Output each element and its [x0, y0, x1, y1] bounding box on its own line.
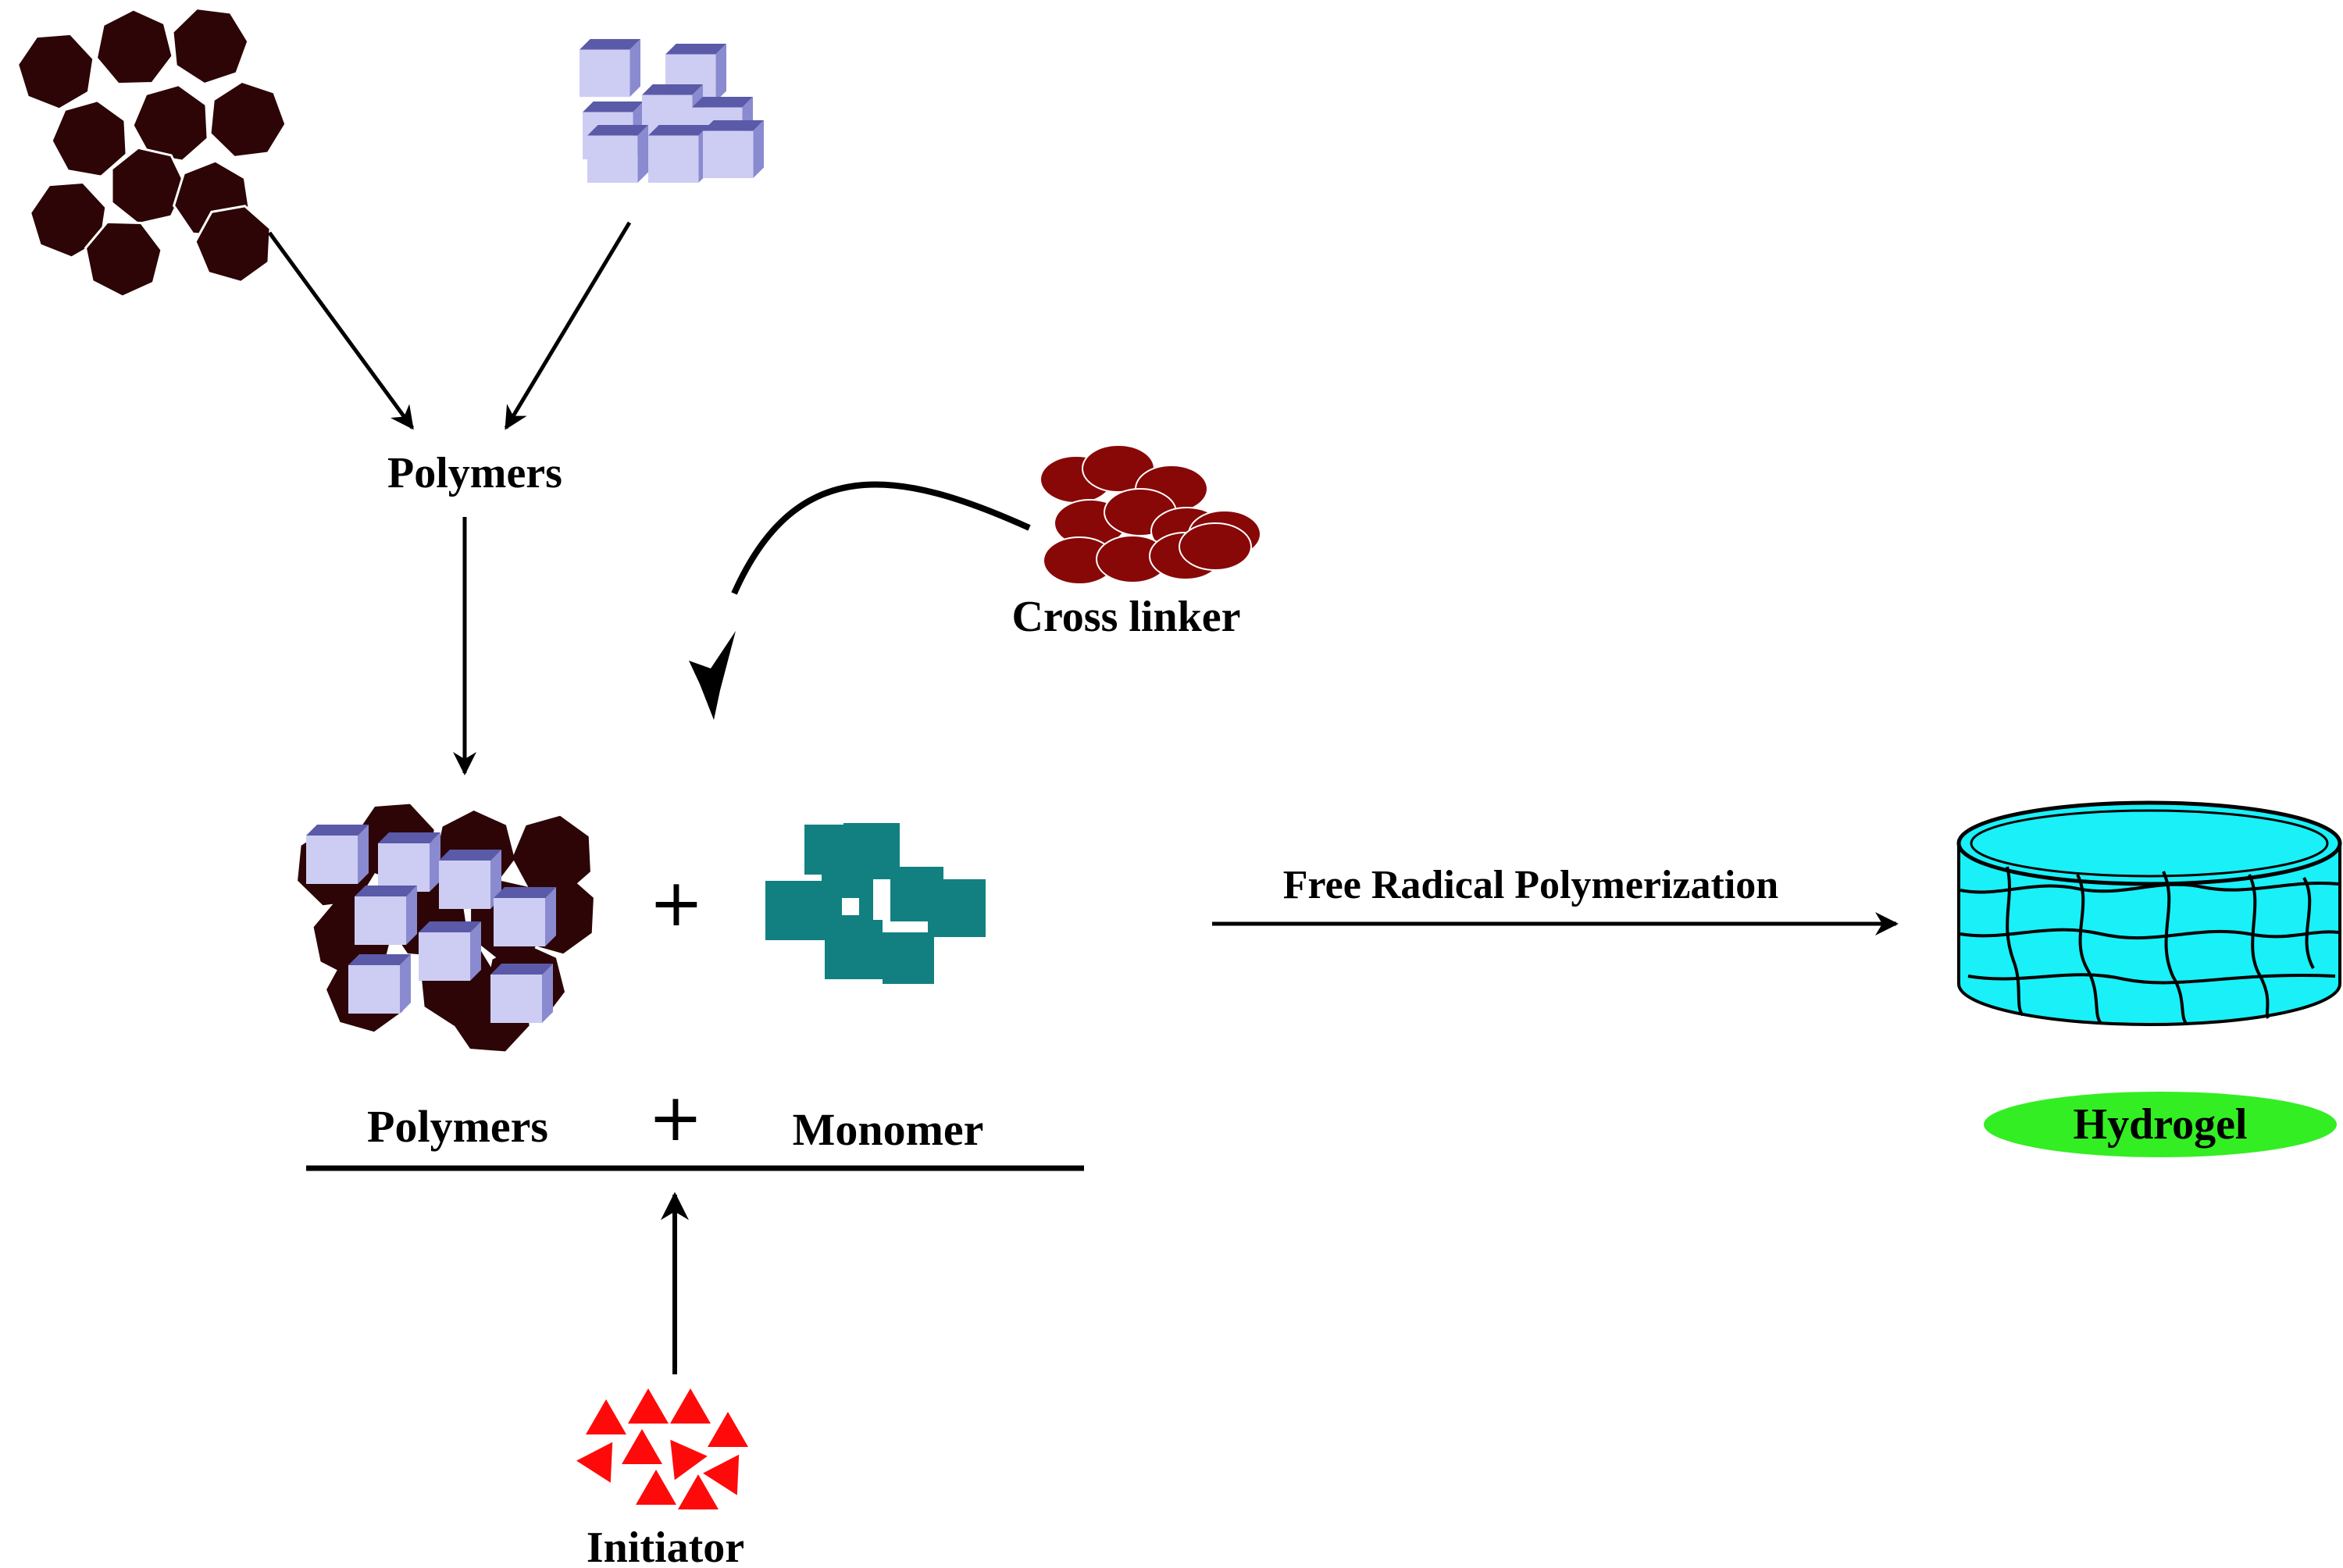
- triangle-shape: [622, 1429, 662, 1464]
- cube-shape: [439, 850, 501, 909]
- disc-shape: [1179, 522, 1252, 571]
- hydrogel-label: Hydrogel: [2074, 1100, 2248, 1149]
- cube-shape: [580, 39, 640, 98]
- triangle-shape: [708, 1412, 748, 1447]
- triangle-cluster-icon: [576, 1388, 748, 1509]
- hydrogel-network-strand: [2162, 871, 2188, 1026]
- triangle-shape: [636, 1470, 676, 1505]
- cube-shape: [494, 887, 556, 946]
- hydrogel-network-strand: [1960, 881, 2339, 894]
- cube-shape: [306, 825, 369, 884]
- arrow-cross-linker-to-mixture: [731, 481, 1031, 595]
- square-shape: [883, 932, 934, 984]
- heptagon-shape: [28, 180, 108, 259]
- heptagon-shape: [131, 84, 209, 162]
- triangle-shape: [678, 1474, 719, 1509]
- square-shape: [928, 879, 986, 937]
- cube-shape: [490, 964, 553, 1023]
- cube-shape: [648, 125, 709, 184]
- triangle-shape: [576, 1441, 613, 1483]
- initiator-label: Initiator: [587, 1523, 744, 1568]
- triangle-shape: [586, 1399, 626, 1434]
- heptagon-shape: [194, 205, 272, 283]
- hydrogel-network-strand: [1967, 973, 2336, 985]
- hydrogel-network-strand: [2076, 874, 2102, 1025]
- cube-shape: [355, 886, 417, 945]
- triangle-shape: [703, 1454, 740, 1495]
- triangle-shape: [628, 1388, 669, 1424]
- cube-shape: [348, 954, 411, 1014]
- heptagon-cluster-icon: [16, 7, 287, 298]
- heptagon-shape: [209, 80, 287, 159]
- square-shape: [765, 881, 825, 940]
- hydrogel-network-strand: [1960, 928, 2339, 940]
- hydrogel-badge: [1984, 1092, 2337, 1157]
- heptagon-shape: [512, 815, 590, 896]
- mixed-polymer-cluster-icon: [298, 804, 594, 1052]
- hydrogel-top: [1956, 800, 2342, 886]
- heptagon-shape: [84, 220, 163, 298]
- polymers-top-label: Polymers: [387, 449, 562, 497]
- disc-cluster-icon: [1040, 444, 1261, 585]
- hydrogel-network-strand: [2248, 874, 2270, 1019]
- hydrogel-network-disc-icon: [1956, 800, 2342, 1026]
- heptagon-shape: [110, 146, 187, 226]
- heptagon-shape: [95, 8, 174, 86]
- plus-sign-middle: +: [649, 864, 704, 941]
- arrow-polymer-b-to-polymers: [504, 221, 632, 430]
- triangle-shape: [670, 1388, 711, 1424]
- arrow-cross-linker-head: [689, 631, 736, 720]
- hydrogel-network-strand: [2302, 877, 2315, 969]
- heptagon-shape: [16, 32, 95, 111]
- heptagon-shape: [50, 99, 128, 178]
- square-gap: [842, 898, 859, 915]
- hydrogel-network-strand: [2006, 866, 2024, 1017]
- arrow-polymer-a-to-polymers: [267, 231, 415, 430]
- polymers-bottom-label: Polymers: [367, 1101, 548, 1152]
- cube-shape: [378, 832, 440, 892]
- square-shape: [825, 920, 883, 979]
- plus-sign-bottom: +: [648, 1079, 703, 1156]
- cross-linker-label: Cross linker: [1012, 593, 1241, 641]
- cube-cluster-icon: [580, 39, 764, 184]
- cube-shape: [703, 120, 764, 179]
- triangle-shape: [670, 1439, 708, 1481]
- hydrogel-rim: [1970, 809, 2329, 878]
- heptagon-shape: [171, 7, 250, 86]
- free-radical-polymerization-label: Free Radical Polymerization: [1283, 863, 1778, 907]
- square-cluster-icon: [765, 823, 986, 984]
- cube-shape: [587, 125, 648, 184]
- monomer-label: Monomer: [793, 1104, 984, 1155]
- cube-shape: [419, 921, 481, 981]
